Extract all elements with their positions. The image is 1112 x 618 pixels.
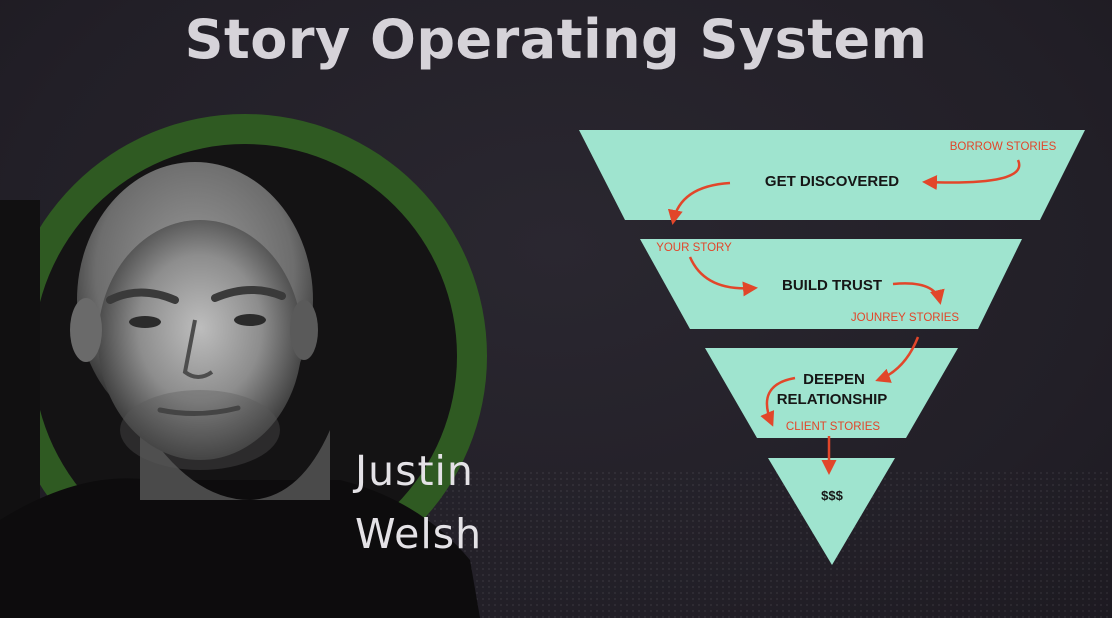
annotation-journey-stories: JOUNREY STORIES: [851, 312, 960, 324]
stage-label-money: $$$: [821, 488, 843, 503]
person-last-name: Welsh: [355, 510, 483, 558]
annotation-your-story: YOUR STORY: [656, 242, 732, 254]
person-first-name: Justin: [355, 447, 474, 495]
funnel-stage-money: [768, 458, 895, 565]
funnel-stage-build-trust: [640, 239, 1022, 329]
arrow-trust-to-journey: [892, 282, 945, 305]
stage-label-build-trust: BUILD TRUST: [782, 277, 882, 294]
annotation-borrow-stories: BORROW STORIES: [950, 141, 1057, 153]
stage-label-relationship: RELATIONSHIP: [777, 391, 888, 408]
arrow-journey-to-deepen: [875, 336, 920, 383]
funnel-stage-get-discovered: [579, 130, 1085, 220]
stage-label-deepen: DEEPEN: [803, 371, 865, 388]
arrow-deepen-to-client: [760, 376, 796, 427]
arrow-discovered-down: [667, 181, 731, 225]
annotation-client-stories: CLIENT STORIES: [786, 421, 880, 433]
arrow-your-story-to-trust: [688, 256, 758, 297]
stage-label-get-discovered: GET DISCOVERED: [765, 173, 899, 190]
arrow-borrow-to-discovered: [922, 159, 1021, 190]
slide-title: Story Operating System: [184, 8, 928, 71]
person-silhouette: [0, 162, 480, 618]
